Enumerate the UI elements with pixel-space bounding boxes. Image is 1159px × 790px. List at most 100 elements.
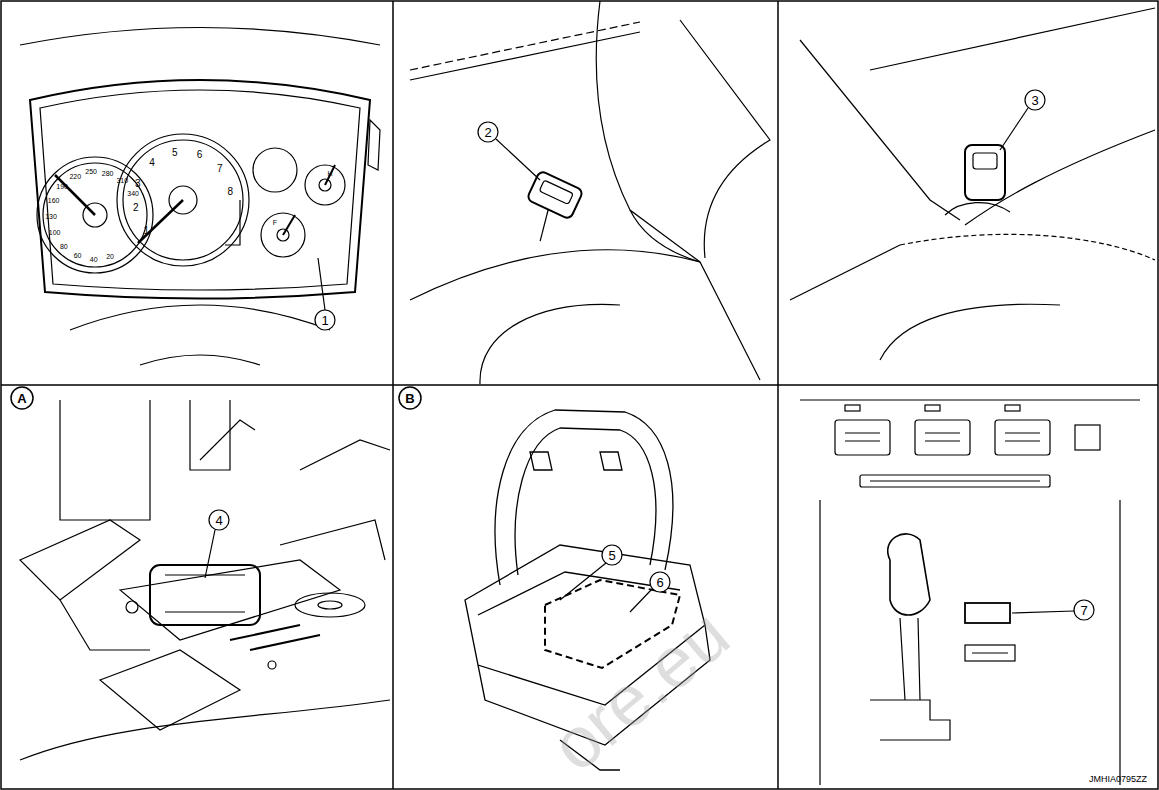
seat-belt-buckle — [973, 153, 997, 169]
gauge-scale: 2 — [133, 203, 139, 213]
instrument-cluster — [138, 200, 183, 243]
callout-marker — [209, 510, 229, 530]
callout-marker — [1025, 90, 1045, 110]
seat-belt-buckle — [539, 180, 573, 204]
callout-marker — [602, 545, 622, 565]
callout-number: 2 — [484, 126, 491, 139]
floor-control-unit — [20, 700, 390, 760]
callout-marker — [318, 258, 325, 310]
watermark: ore.eu — [539, 597, 742, 783]
center-console — [845, 433, 1040, 441]
panel-grid — [1, 384, 1158, 386]
passenger-seat — [515, 428, 656, 575]
callout-marker — [1012, 600, 1094, 620]
callout-number: 1 — [321, 314, 328, 327]
panel-letter — [11, 387, 33, 409]
floor-control-unit — [268, 661, 276, 669]
callout-marker — [1012, 611, 1074, 613]
instrument-cluster — [117, 134, 249, 266]
callout-marker — [560, 545, 670, 612]
center-console — [870, 480, 1040, 481]
panel-letter: B — [405, 392, 414, 405]
callout-marker — [1074, 600, 1094, 620]
gauge-scale: 40 — [90, 255, 98, 262]
center-console — [1075, 425, 1100, 450]
gauge-letter: H — [327, 170, 332, 177]
instrument-cluster — [20, 28, 380, 46]
gauge-scale: 5 — [172, 148, 178, 158]
seat-belt-buckle — [513, 170, 584, 248]
floor-control-unit — [165, 575, 245, 612]
center-console — [972, 652, 1008, 653]
gauge-scale: 130 — [45, 213, 57, 220]
floor-control-unit — [100, 650, 240, 730]
instrument-cluster — [40, 90, 360, 290]
center-console — [965, 603, 1010, 623]
panel-letter — [11, 387, 421, 409]
floor-control-unit — [20, 520, 140, 600]
callout-number: 3 — [1031, 94, 1038, 107]
center-console — [800, 399, 1140, 400]
floor-control-unit — [295, 593, 365, 617]
gauge-scale: 100 — [49, 229, 61, 236]
seat-belt-buckle — [965, 130, 1155, 225]
panel-letter — [399, 387, 421, 409]
instrument-cluster — [55, 175, 95, 215]
floor-control-unit — [60, 400, 150, 520]
passenger-seat — [478, 572, 680, 615]
instrument-cluster — [261, 213, 305, 257]
floor-control-unit — [120, 560, 340, 640]
gauge-scale: 340 — [127, 190, 139, 197]
instrument-cluster — [43, 163, 147, 267]
floor-control-unit — [300, 440, 390, 470]
floor-control-unit — [60, 600, 150, 650]
panel-grid — [392, 1, 394, 789]
gauge-scale: 160 — [48, 196, 60, 203]
floor-control-unit — [200, 420, 255, 460]
seat-belt-buckle — [480, 304, 620, 384]
callout-marker — [205, 530, 215, 578]
gauge-scale: 80 — [60, 243, 68, 250]
passenger-seat — [600, 452, 622, 470]
floor-control-unit — [318, 601, 342, 609]
panel-grid — [777, 1, 779, 789]
panel-letter: A — [17, 392, 26, 405]
callout-marker — [560, 563, 606, 600]
seat-belt-buckle — [410, 32, 640, 80]
center-console — [860, 475, 1050, 487]
instrument-cluster — [123, 140, 243, 260]
seat-belt-buckle — [790, 8, 1155, 360]
center-console — [800, 400, 1140, 785]
seat-belt-buckle — [680, 20, 770, 258]
center-console — [915, 420, 970, 455]
instrument-cluster — [325, 165, 335, 185]
center-console — [835, 420, 890, 455]
center-console — [845, 405, 860, 411]
center-console — [965, 645, 1015, 661]
instrument-cluster — [253, 148, 297, 192]
floor-control-unit — [20, 400, 390, 760]
seat-belt-buckle — [410, 1, 770, 384]
callout-number: 5 — [608, 549, 615, 562]
seat-belt-buckle — [800, 40, 960, 220]
callout-marker — [630, 589, 652, 612]
instrument-cluster — [37, 157, 153, 273]
floor-control-unit — [150, 565, 260, 625]
seat-belt-buckle — [945, 203, 1010, 215]
callout-marker — [1000, 108, 1028, 150]
instrument-cluster — [140, 355, 260, 365]
gauge-letter: F — [273, 219, 277, 226]
gauge-scale: 310 — [116, 177, 128, 184]
instrument-cluster — [368, 120, 380, 170]
seat-belt-buckle — [965, 145, 1005, 200]
callout-marker — [315, 310, 335, 330]
seat-belt-buckle — [870, 8, 1155, 70]
center-console — [888, 534, 930, 615]
center-console — [900, 618, 920, 700]
center-console — [995, 420, 1050, 455]
callout-marker — [650, 572, 670, 592]
floor-control-unit — [280, 520, 385, 560]
seat-belt-buckle — [410, 22, 640, 70]
